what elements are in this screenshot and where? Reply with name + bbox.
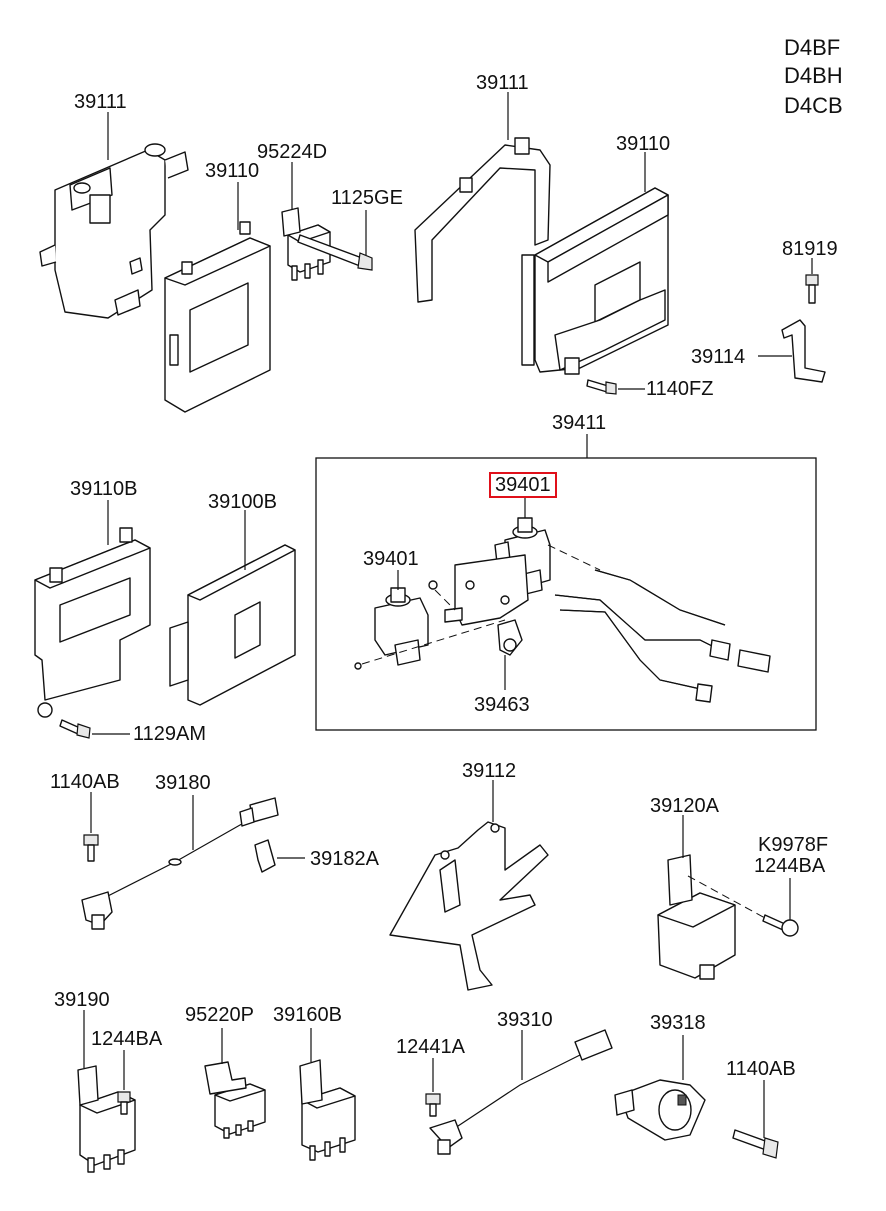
engine-code: D4BF (784, 35, 841, 60)
bracket-39112[interactable] (389, 821, 549, 991)
part-label-1125GE[interactable]: 1125GE (331, 187, 403, 209)
part-label-39114[interactable]: 39114 (691, 346, 746, 368)
bracket-39111-right[interactable] (414, 137, 551, 303)
bolt-1140AB-right[interactable] (732, 1129, 779, 1159)
part-label-39111-left[interactable]: 39111 (74, 91, 127, 113)
sensor-39463[interactable] (497, 619, 523, 656)
bolt-1129AM[interactable] (59, 719, 91, 739)
assembly-box-39411 (315, 457, 817, 731)
sensor-39318[interactable] (614, 1079, 706, 1141)
module-39110B[interactable] (34, 527, 151, 718)
part-label-1129AM[interactable]: 1129AM (133, 723, 207, 745)
relay-95220P[interactable] (204, 1061, 266, 1139)
ecu-39110-left[interactable] (164, 221, 271, 413)
nut-small[interactable] (354, 662, 362, 670)
part-label-39112[interactable]: 39112 (462, 760, 517, 782)
clip-39182A[interactable] (254, 839, 276, 873)
part-label-39180[interactable]: 39180 (155, 772, 211, 794)
part-label-39100B[interactable]: 39100B (208, 491, 277, 513)
screw-81919[interactable] (805, 274, 819, 304)
vacuum-hoses[interactable] (554, 569, 771, 703)
ecu-39110-right[interactable] (521, 187, 669, 375)
part-label-39111-right[interactable]: 39111 (476, 72, 529, 94)
nut-small[interactable] (428, 580, 438, 590)
screw-1244BA-left[interactable] (117, 1091, 131, 1115)
bolt-1125GE[interactable] (297, 234, 373, 271)
module-39100B[interactable] (169, 544, 296, 706)
bracket-39111-left[interactable] (39, 143, 189, 319)
part-label-1140AB[interactable]: 1140AB (726, 1058, 796, 1080)
part-label-39182A[interactable]: 39182A (310, 848, 379, 870)
sensor-39310[interactable] (429, 1029, 613, 1155)
relay-39160B[interactable] (299, 1059, 356, 1161)
bracket-39114[interactable] (781, 319, 826, 383)
engine-code: D4BH (784, 63, 843, 88)
screw-K9978F-1244BA[interactable] (762, 914, 799, 937)
relay-39190[interactable] (77, 1065, 136, 1173)
part-label-1244BA[interactable]: 1244BA (91, 1028, 163, 1050)
relay-95224D[interactable] (281, 207, 331, 281)
solenoid-valve-39401-lower[interactable] (374, 587, 429, 666)
part-label-K9978F[interactable]: K9978F (758, 834, 829, 856)
part-label-39120A[interactable]: 39120A (650, 795, 719, 817)
part-label-39463[interactable]: 39463 (474, 694, 530, 716)
part-label-1140FZ[interactable]: 1140FZ (646, 378, 714, 400)
sensor-39180[interactable] (81, 797, 279, 930)
part-label-39411[interactable]: 39411 (552, 412, 607, 434)
relay-39120A[interactable] (657, 854, 736, 980)
part-label-39318[interactable]: 39318 (650, 1012, 706, 1034)
bolt-1140FZ[interactable] (586, 379, 617, 395)
part-label-39401[interactable]: 39401 (363, 548, 419, 570)
part-label-39401-highlighted[interactable]: 39401 (489, 472, 557, 498)
part-label-12441A[interactable]: 12441A (396, 1036, 465, 1058)
part-label-39110B[interactable]: 39110B (70, 478, 138, 500)
engine-code: D4CB (784, 93, 843, 118)
bolt-12441A[interactable] (425, 1093, 441, 1117)
part-label-81919[interactable]: 81919 (782, 238, 838, 260)
mounting-plate[interactable] (444, 554, 529, 626)
part-label-39310[interactable]: 39310 (497, 1009, 553, 1031)
part-label-1244BA[interactable]: 1244BA (754, 855, 826, 877)
part-label-95220P[interactable]: 95220P (185, 1004, 254, 1026)
part-label-39190[interactable]: 39190 (54, 989, 110, 1011)
bolt-1140AB-left[interactable] (83, 834, 99, 862)
part-label-1140AB[interactable]: 1140AB (50, 771, 120, 793)
part-label-95224D[interactable]: 95224D (257, 141, 328, 163)
part-label-39110-left[interactable]: 39110 (205, 160, 260, 182)
part-label-39160B[interactable]: 39160B (273, 1004, 342, 1026)
part-label-39110-right[interactable]: 39110 (616, 133, 671, 155)
